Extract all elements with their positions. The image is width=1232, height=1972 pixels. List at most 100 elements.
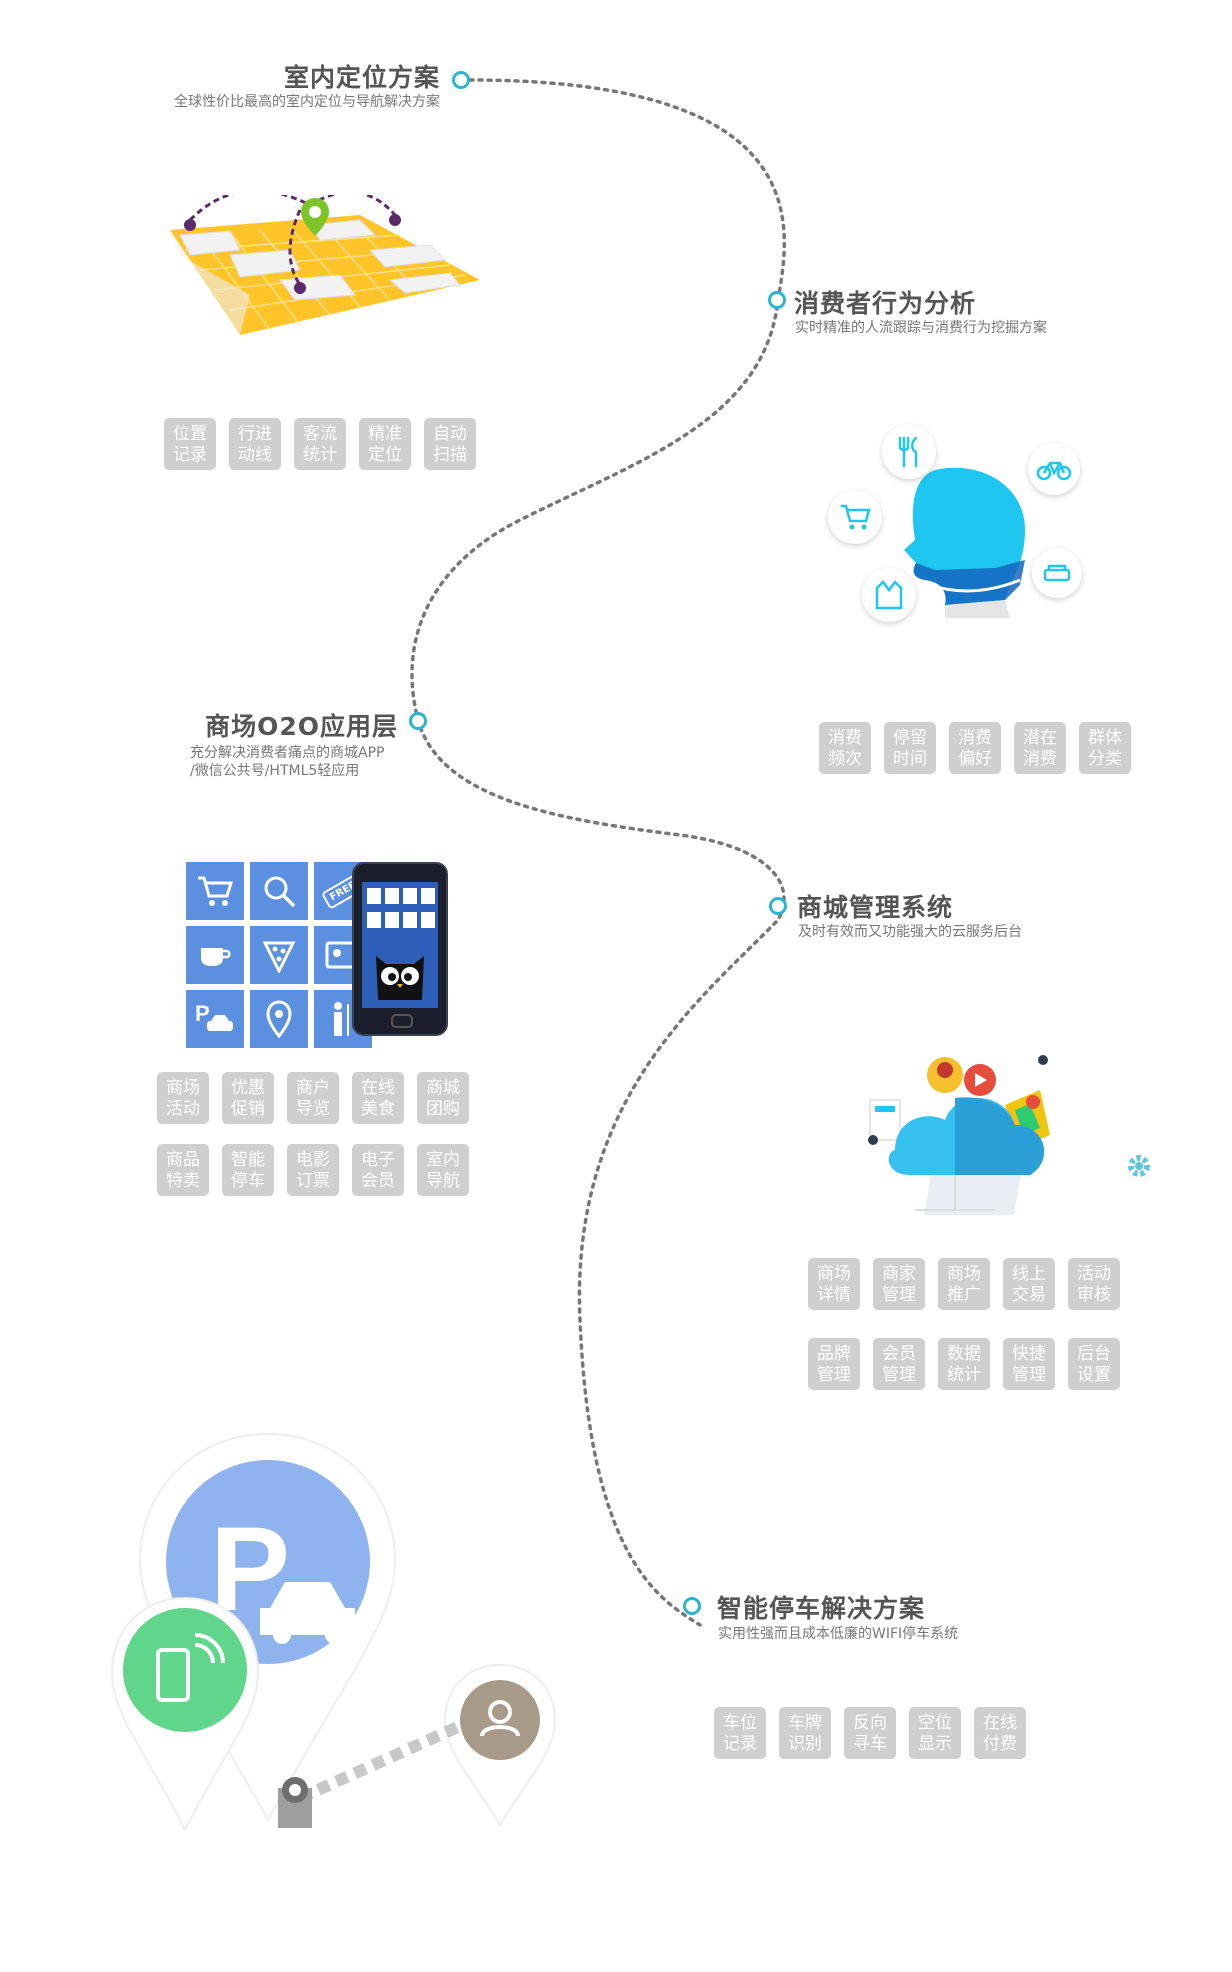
consumer-tag: 消费频次 (819, 722, 871, 774)
shopping-cart-icon (198, 876, 234, 906)
tag-label-line: 精准 (368, 423, 402, 444)
tag-label-line: 潜在 (1023, 727, 1057, 748)
parking-tag: 空位显示 (909, 1707, 961, 1759)
mall-subtitle: 及时有效而又功能强大的云服务后台 (798, 924, 1022, 940)
parking-tag: 在线付费 (974, 1707, 1026, 1759)
tag-label-line: 快捷 (1012, 1343, 1046, 1364)
gear-icon (1128, 1155, 1150, 1177)
tag-label-line: 会员 (361, 1170, 395, 1191)
tag-label-line: 自动 (433, 423, 467, 444)
timeline-node-parking (683, 1597, 701, 1615)
tag-label-line: 团购 (426, 1098, 460, 1119)
o2o-subtitle-line2: /微信公共号/HTML5轻应用 (190, 763, 360, 779)
indoor-title: 室内定位方案 (283, 63, 440, 92)
tag-label-line: 记录 (723, 1733, 757, 1754)
coffee-cup-icon (201, 948, 231, 966)
sofa-icon (1043, 564, 1071, 582)
timeline-node-mall (769, 897, 787, 915)
tag-label-line: 偏好 (958, 748, 992, 769)
tag-label-line: 活动 (1077, 1263, 1111, 1284)
tag-label-line: 商家 (882, 1263, 916, 1284)
mall-tag: 会员管理 (873, 1338, 925, 1390)
coffee-tile (186, 926, 244, 984)
o2o-tag: 智能停车 (222, 1144, 274, 1196)
o2o-tag: 商品特卖 (157, 1144, 209, 1196)
o2o-tag: 商场活动 (157, 1072, 209, 1124)
search-icon (264, 876, 296, 908)
tag-label-line: 记录 (173, 444, 207, 465)
tag-label-line: 停车 (231, 1170, 265, 1191)
tag-label-line: 线上 (1012, 1263, 1046, 1284)
indoor-map-illustration (170, 195, 480, 335)
tag-label-line: 促销 (231, 1098, 265, 1119)
indoor-subtitle: 全球性价比最高的室内定位与导航解决方案 (174, 94, 440, 110)
tag-label-line: 消费 (1023, 748, 1057, 769)
consumer-tag: 停留时间 (884, 722, 936, 774)
timeline-node-o2o (409, 712, 427, 730)
tag-label-line: 在线 (983, 1712, 1017, 1733)
consumer-head-illustration (904, 467, 1025, 618)
o2o-tag: 电子会员 (352, 1144, 404, 1196)
shopping-cart-icon (841, 504, 871, 530)
bike-bubble (1028, 443, 1080, 495)
tag-label-line: 美食 (361, 1098, 395, 1119)
tag-label-line: 商场 (817, 1263, 851, 1284)
tag-label-line: 动线 (238, 444, 272, 465)
tag-label-line: 行进 (238, 423, 272, 444)
pizza-icon (262, 941, 296, 973)
timeline-node-consumer (768, 291, 786, 309)
tag-label-line: 付费 (983, 1733, 1017, 1754)
consumer-title: 消费者行为分析 (794, 289, 977, 318)
indoor-tag: 行进动线 (229, 418, 281, 470)
parking-tile: P (186, 990, 244, 1048)
tag-label-line: 管理 (817, 1364, 851, 1385)
tag-label-line: 在线 (361, 1077, 395, 1098)
tag-label-line: 特卖 (166, 1170, 200, 1191)
parking-car-icon: P (195, 1001, 233, 1031)
tag-label-line: 商场 (947, 1263, 981, 1284)
mall-title: 商城管理系统 (797, 893, 954, 922)
tag-label-line: 反向 (853, 1712, 887, 1733)
parking-illustration: P (110, 1432, 557, 1830)
cutlery-icon (898, 436, 918, 468)
consumer-tag: 消费偏好 (949, 722, 1001, 774)
cart-tile (186, 862, 244, 920)
bicycle-icon (1036, 461, 1072, 481)
tag-label-line: 交易 (1012, 1284, 1046, 1305)
o2o-tag: 商户导览 (287, 1072, 339, 1124)
smartphone (352, 862, 448, 1036)
indoor-tag: 位置记录 (164, 418, 216, 470)
mall-tag: 商家管理 (873, 1258, 925, 1310)
parking-tag: 车牌识别 (779, 1707, 831, 1759)
mall-tag: 品牌管理 (808, 1338, 860, 1390)
svg-text:P: P (195, 1001, 210, 1026)
tag-label-line: 车位 (723, 1712, 757, 1733)
cutlery-bubble (882, 425, 936, 479)
tag-label-line: 商场 (166, 1077, 200, 1098)
mall-tag: 后台设置 (1068, 1338, 1120, 1390)
mall-tag: 商场推广 (938, 1258, 990, 1310)
tag-label-line: 订票 (296, 1170, 330, 1191)
parking-subtitle: 实用性强而且成本低廉的WIFI停车系统 (718, 1626, 959, 1642)
tag-label-line: 管理 (1012, 1364, 1046, 1385)
tag-label-line: 车牌 (788, 1712, 822, 1733)
tag-label-line: 数据 (947, 1343, 981, 1364)
tag-label-line: 室内 (426, 1149, 460, 1170)
parking-tag: 车位记录 (714, 1707, 766, 1759)
location-pin-icon (266, 1000, 292, 1038)
tag-label-line: 后台 (1077, 1343, 1111, 1364)
tag-label-line: 消费 (828, 727, 862, 748)
cloud-service-illustration (868, 1055, 1050, 1215)
cart-bubble (828, 490, 882, 544)
tag-label-line: 导航 (426, 1170, 460, 1191)
tag-label-line: 统计 (947, 1364, 981, 1385)
tag-label-line: 会员 (882, 1343, 916, 1364)
tag-label-line: 推广 (947, 1284, 981, 1305)
tag-label-line: 审核 (1077, 1284, 1111, 1305)
mall-tag: 线上交易 (1003, 1258, 1055, 1310)
o2o-tag: 电影订票 (287, 1144, 339, 1196)
mall-tag: 数据统计 (938, 1338, 990, 1390)
indoor-tag: 自动扫描 (424, 418, 476, 470)
tag-label-line: 时间 (893, 748, 927, 769)
tag-label-line: 扫描 (433, 444, 467, 465)
